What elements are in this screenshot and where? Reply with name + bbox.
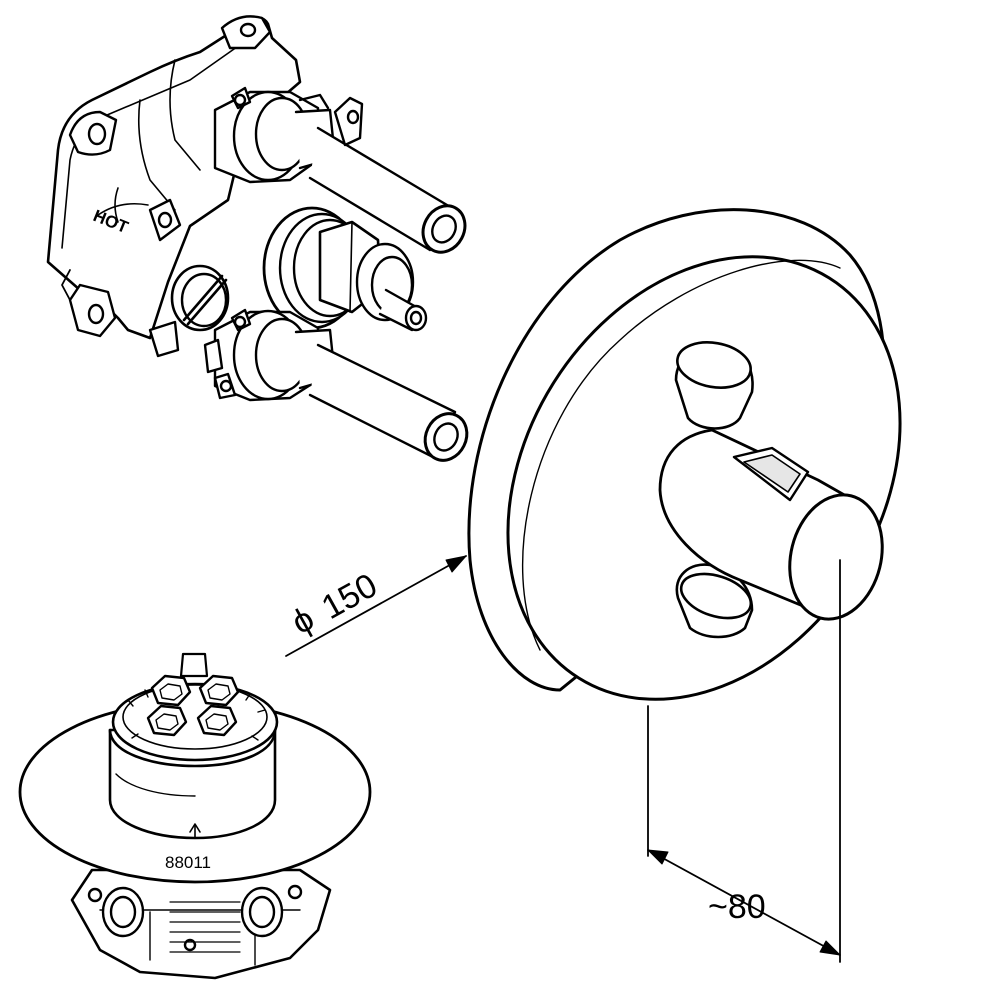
central-cartridge-stem [262,206,428,332]
trim-plate-assembly [467,208,902,701]
lower-knob [675,563,754,639]
mounting-template-assembly: 88011 [18,652,372,980]
thermostat-handle [658,428,884,621]
part-number-marker: 88011 [165,823,211,872]
template-base-box [70,868,332,980]
diameter-value: 150 [315,566,383,627]
upper-knob [674,341,754,430]
indicator-triangle-icon [732,446,810,502]
hex-nut-icon [146,704,188,737]
lower-outlet-connector [203,308,469,462]
slotted-screw-icon [170,264,230,332]
depth-dimension: ~80 [647,559,841,963]
mounting-lug-upper [68,110,118,156]
diameter-symbol-icon: ϕ [285,600,320,642]
concealed-valve-body: HOT [46,15,469,462]
template-hex-nuts [146,652,240,737]
mounting-lug-lower [61,269,117,338]
part-number-label: 88011 [165,853,211,872]
mounting-lug-top [220,15,272,50]
hex-nut-icon [198,674,240,707]
template-cylinder [108,682,279,840]
hex-nut-icon [196,704,238,737]
depth-value: ~80 [708,888,766,926]
diameter-dimension: ϕ 150 [285,555,467,657]
upper-outlet-connector [213,86,467,254]
hex-nut-icon [150,674,192,707]
